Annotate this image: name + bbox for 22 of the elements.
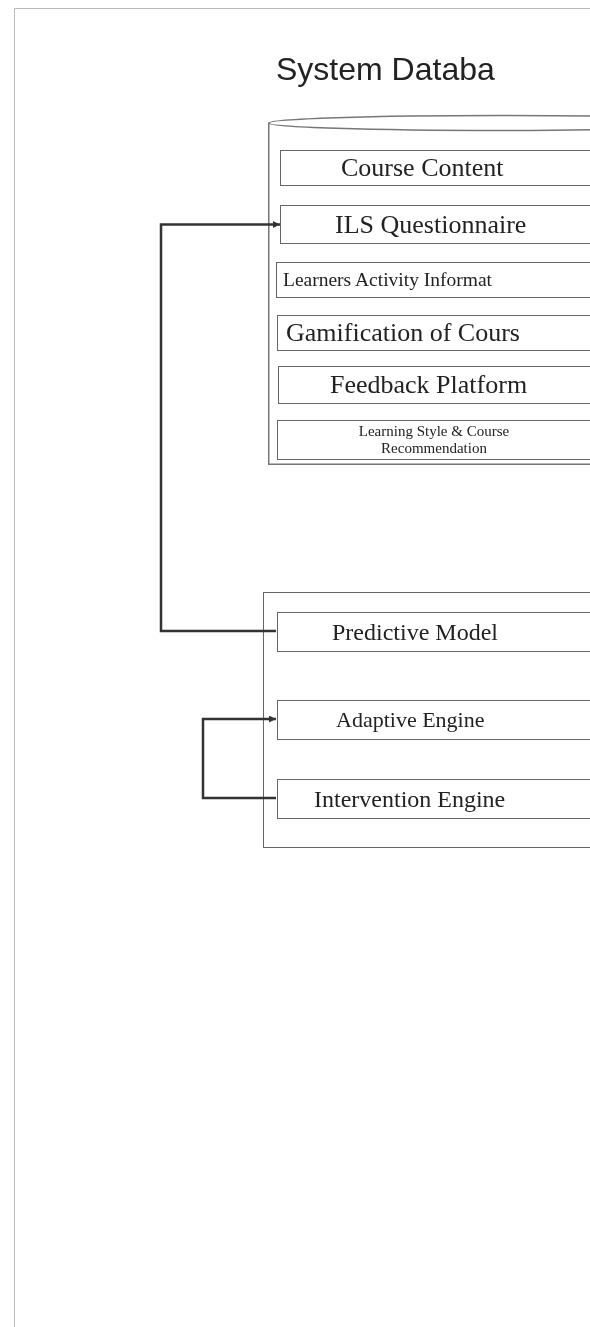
box-label: Predictive Model	[332, 618, 498, 646]
box-label: ILS Questionnaire	[335, 209, 527, 240]
database-title: System Databa	[276, 51, 495, 88]
table-box	[276, 262, 590, 298]
table-box	[277, 420, 590, 460]
box-label: Learners Activity Informat	[283, 269, 492, 291]
box-label: Adaptive Engine	[336, 707, 485, 733]
table-box	[278, 366, 590, 404]
module-box	[277, 779, 590, 819]
container-box	[263, 592, 590, 848]
box-label: Gamification of Cours	[286, 318, 520, 348]
module-box	[277, 700, 590, 740]
box-label: Intervention Engine	[314, 785, 506, 813]
table-box	[277, 315, 590, 351]
connector-arrow	[201, 715, 276, 800]
connector-arrow	[159, 221, 280, 633]
module-box	[277, 612, 590, 652]
box-label: Course Content	[341, 153, 504, 183]
box-label: Feedback Platform	[330, 370, 528, 400]
table-box	[280, 150, 590, 186]
box-label: Learning Style & Course Recommendation	[357, 422, 511, 458]
table-box	[280, 205, 590, 244]
